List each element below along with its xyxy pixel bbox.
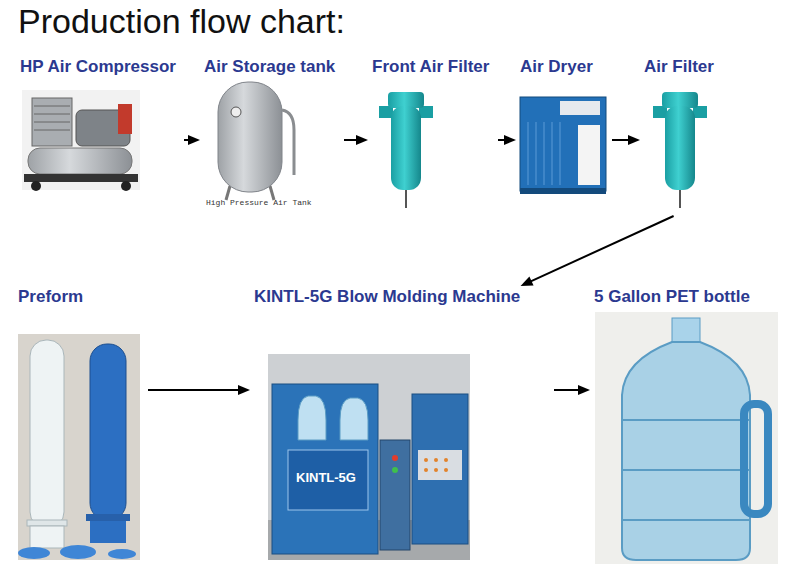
preform-picture [18,334,140,560]
machine-picture [268,354,470,560]
connector-line [344,139,358,141]
picture-label: KINTL-5G [296,470,356,486]
flow-arrow [554,385,590,395]
flow-arrow [612,135,640,145]
arrow-head [521,276,534,286]
flow-step: Air Storage tank [200,56,344,216]
flow-arrow [498,135,516,145]
connector-line [612,139,630,141]
flow-step: Air Dryer [516,56,612,216]
arrow-head [188,135,200,145]
step-heading: Air Filter [640,56,718,77]
connector-line [530,216,674,282]
dryer-picture [520,97,606,194]
arrow-head [578,385,590,395]
flow-step: KINTL-5G Blow Molding Machine [250,286,554,564]
flow-arrow [344,135,368,145]
chart-title: Production flow chart: [18,1,345,41]
step-heading: 5 Gallon PET bottle [590,286,754,307]
step-heading: Preform [14,286,87,307]
arrow-head [504,135,516,145]
connector-line [148,389,240,391]
flow-step: Air Filter [640,56,724,216]
step-heading: KINTL-5G Blow Molding Machine [250,286,524,307]
flow-arrow [184,135,200,145]
tank-picture [218,82,294,200]
flow-step: Preform [14,286,148,564]
step-heading: Front Air Filter [368,56,493,77]
connector-line [554,389,580,391]
flow-step: Front Air Filter [368,56,498,216]
filter-picture [379,92,433,208]
filter-picture [653,92,707,208]
compressor-picture [22,90,140,191]
arrow-head [356,135,368,145]
arrow-head [628,135,640,145]
step-heading: HP Air Compressor [16,56,180,77]
step-heading: Air Dryer [516,56,597,77]
bottle-picture [595,312,778,564]
flow-step: HP Air Compressor [16,56,184,216]
flow-step: 5 Gallon PET bottle [590,286,784,564]
arrow-head [238,385,250,395]
step-heading: Air Storage tank [200,56,339,77]
picture-label: High Pressure Air Tank [206,198,312,208]
flow-arrow [148,385,250,395]
flow-arrow [521,216,674,286]
